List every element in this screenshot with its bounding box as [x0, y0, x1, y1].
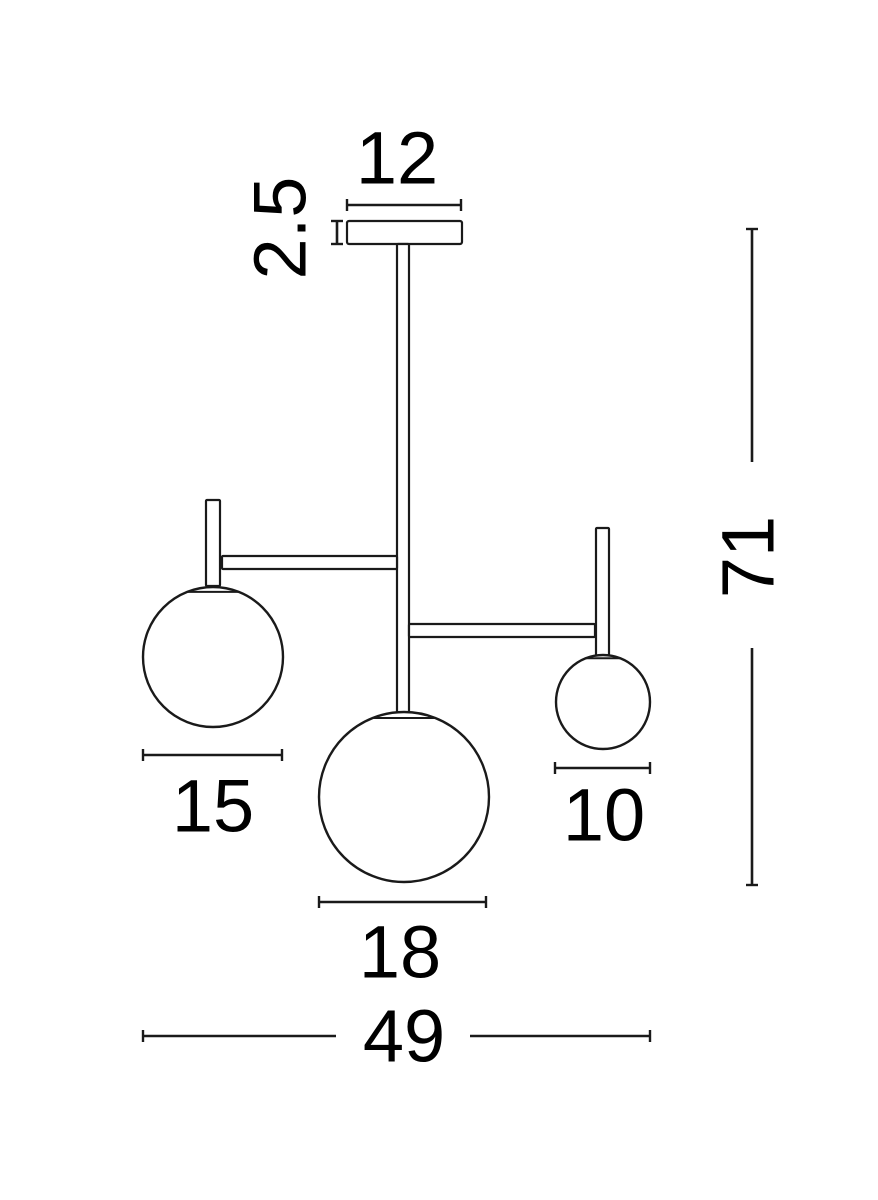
label-canopy-width: 12: [356, 117, 438, 200]
label-total-height: 71: [707, 516, 790, 598]
dimension-lines: [141, 199, 758, 1042]
total-height-line-top: [746, 227, 758, 462]
right-globe: [554, 653, 652, 751]
right-globe-line: [553, 762, 652, 774]
canopy-height-line: [331, 219, 343, 246]
canopy: [345, 219, 464, 246]
right-post: [594, 526, 611, 658]
main-stem: [395, 242, 411, 716]
lamp-components: [141, 219, 652, 884]
center-globe: [317, 710, 491, 884]
left-arm: [220, 554, 399, 571]
label-total-width: 49: [363, 995, 445, 1078]
dimension-labels: 12 2.5 71 15 18 10 49: [172, 117, 790, 1078]
total-height-line-bottom: [746, 648, 758, 887]
total-width-line-left: [141, 1030, 336, 1042]
label-right-globe: 10: [563, 774, 645, 857]
left-post: [204, 498, 222, 588]
label-canopy-height: 2.5: [239, 177, 322, 280]
left-globe: [141, 585, 285, 729]
right-arm: [407, 622, 597, 639]
left-globe-line: [141, 749, 284, 761]
label-center-globe: 18: [359, 911, 441, 994]
canopy-width-line: [345, 199, 463, 211]
label-left-globe: 15: [172, 765, 254, 848]
total-width-line-right: [470, 1030, 652, 1042]
center-globe-line: [317, 896, 488, 908]
